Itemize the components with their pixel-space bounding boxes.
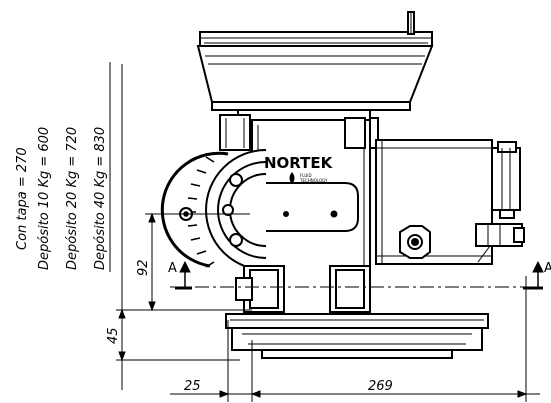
horizontal-dimensions bbox=[170, 276, 540, 402]
note-deposito-40: Depósito 40 Kg = 830 bbox=[93, 127, 108, 270]
front-plate bbox=[255, 182, 359, 232]
brand-sub-1: FLUID bbox=[300, 173, 312, 178]
vertical-dimensions bbox=[116, 64, 252, 390]
valve-fitting bbox=[475, 223, 525, 263]
brand-logo: NORTEK FLUID TECHNOLOGY bbox=[264, 154, 334, 184]
pressure-gauge bbox=[491, 141, 521, 219]
pump-head bbox=[205, 149, 267, 271]
dim-width-main: 269 bbox=[368, 379, 393, 394]
note-deposito-10: Depósito 10 Kg = 600 bbox=[37, 127, 52, 270]
hopper-lid bbox=[199, 11, 433, 47]
note-con-tapa: Con tapa = 270 bbox=[15, 147, 30, 250]
base-assembly bbox=[225, 265, 489, 359]
dim-height-base: 45 bbox=[106, 327, 121, 344]
dim-height-center: 92 bbox=[136, 259, 151, 276]
section-label-right: A bbox=[544, 261, 551, 276]
note-deposito-20: Depósito 20 Kg = 720 bbox=[65, 127, 80, 270]
hopper-body bbox=[196, 45, 434, 111]
brand-name: NORTEK bbox=[264, 154, 334, 172]
section-label-left: A bbox=[168, 261, 177, 276]
dim-width-left: 25 bbox=[184, 379, 201, 394]
brand-sub-2: TECHNOLOGY bbox=[299, 178, 328, 183]
motor-body bbox=[375, 139, 493, 265]
